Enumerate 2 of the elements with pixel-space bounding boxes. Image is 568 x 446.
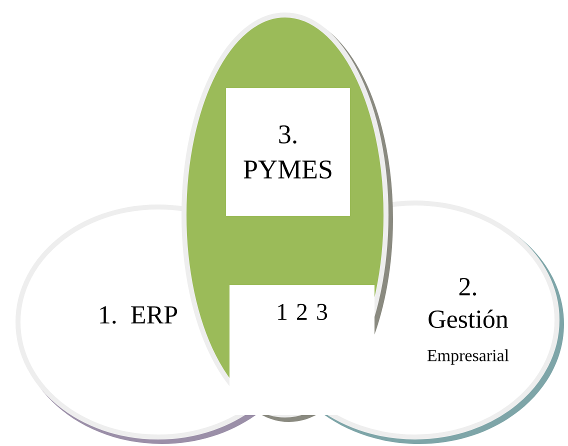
inner-text-box: 1 2 3 bbox=[230, 285, 374, 415]
inner-text-box: 3. PYMES bbox=[226, 88, 350, 216]
